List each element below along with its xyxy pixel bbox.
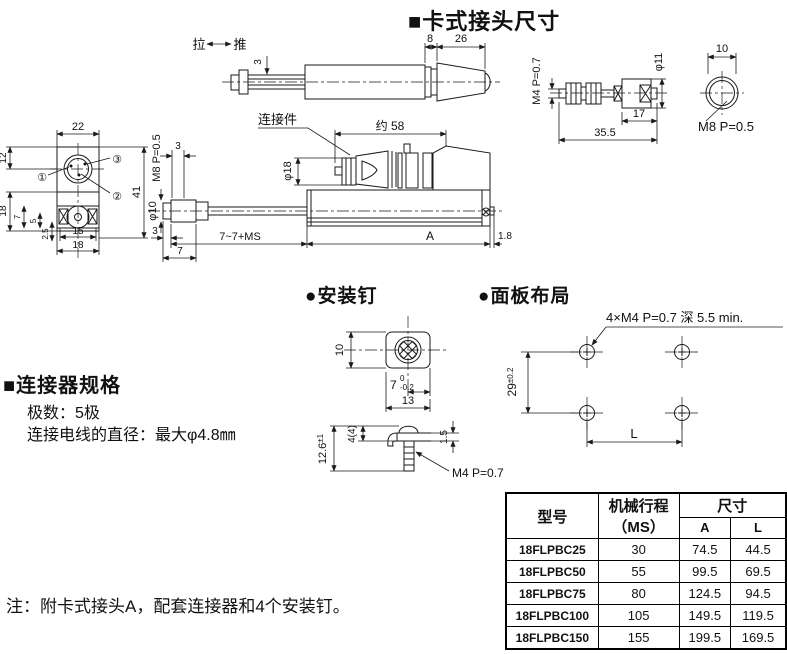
pin-height-dim: 10 [334,344,346,356]
col-header-stroke-line2: （MS） [612,519,665,536]
cell-model: 18FLPBC150 [505,626,599,650]
cell-a: 99.5 [678,560,732,583]
end-view-drawing: 10 M8 P=0.5 [698,43,754,134]
cap-offset-dim: 8 [427,33,433,45]
slot-width-dim: 15 [72,226,84,237]
cell-ms: 55 [597,560,680,583]
plate-thickness-dim: 1.5 [439,430,450,444]
col-header-stroke-line1: 机械行程 [608,498,669,515]
section-mounting-pin: ●安装钉 [305,286,378,307]
cell-ms: 80 [597,582,680,605]
bush-dia-dim: φ10 [147,201,159,220]
clip-pin-drawing: M4 P=0.7 φ11 [531,53,670,144]
bush-length-dim: 7 [177,246,183,257]
flange-view-drawing: ① ③ ② 22 41 12 18 [0,121,148,258]
clip-thread-dim: M4 P=0.7 [531,57,543,104]
bracket-dim-2-5: 2.5 [41,228,50,240]
table-row: 18FLPBC25 30 74.5 44.5 [505,538,787,561]
col-header-stroke: 机械行程 （MS） [597,492,680,539]
cell-model: 18FLPBC100 [505,604,599,627]
body-length-dim: A [426,229,434,243]
clip-total-length-dim: 35.5 [594,127,615,139]
bush-thread-dim: M8 P=0.5 [151,134,163,181]
tip-dim-3: 3 [152,226,158,237]
center-offset-dim: 12 [0,152,9,164]
side-view-drawing: 拉 推 3 8 26 [192,33,500,102]
panel-layout-drawing: 4×M4 P=0.7 深 5.5 min. 29±0.2 L [505,310,783,447]
pin3-label: ③ [112,154,122,166]
flange-width-dim: 22 [72,121,84,133]
end-thread-dim: M8 P=0.5 [698,119,754,134]
connector-spec-wire: 连接电线的直径：最大φ4.8㎜ [27,427,236,444]
pin-offset-tol-upper: 0 [400,374,405,383]
table-row: 18FLPBC75 80 124.5 94.5 [505,582,787,605]
bracket-dim-5: 5 [29,218,38,223]
clip-body-dia-dim: φ11 [653,53,665,72]
connector-part-label: 连接件 [258,112,297,127]
flange-height-dim: 41 [131,186,143,198]
col-header-model: 型号 [505,492,599,539]
cell-l: 94.5 [730,582,787,605]
connector-spec-poles: 极数：5极 [27,405,100,422]
footnote: 注：附卡式接头A，配套连接器和4个安装钉。 [6,597,350,616]
hole-spacing-dim: 29±0.2 [505,367,519,396]
connector-length-dim: 约 58 [376,118,405,133]
pin2-label: ② [112,191,122,203]
panel-holes-label: 4×M4 P=0.7 深 5.5 min. [606,310,743,325]
cell-l: 69.5 [730,560,787,583]
table-row: 18FLPBC50 55 99.5 69.5 [505,560,787,583]
cell-a: 199.5 [678,626,732,650]
bracket-dim-7: 7 [13,214,22,219]
connector-spec-title: ■连接器规格 [3,375,122,397]
pin-offset-dim: 7 [390,378,397,392]
plug-dia-dim: φ18 [282,161,294,180]
section-panel-layout: ●面板布局 [478,286,571,307]
col-header-dims: 尺寸 [678,492,787,518]
pin-width-dim: 13 [402,395,414,407]
cell-a: 74.5 [678,538,732,561]
cell-l: 119.5 [730,604,787,627]
cell-model: 18FLPBC25 [505,538,599,561]
model-dimension-table: 型号 机械行程 （MS） 尺寸 A L 18FLPBC25 30 74.5 44… [505,492,787,650]
pull-label: 拉 [192,37,205,52]
cell-ms: 105 [597,604,680,627]
page-title: ■卡式接头尺寸 [408,9,561,34]
pin-offset-tol-lower: -0.2 [400,383,414,392]
table-row: 18FLPBC100 105 149.5 119.5 [505,604,787,627]
cell-ms: 155 [597,626,680,650]
cell-l: 169.5 [730,626,787,650]
lower-height-dim: 18 [0,205,9,217]
cell-model: 18FLPBC50 [505,560,599,583]
pin-thread-dim: M4 P=0.7 [452,466,504,480]
clip-body-length-dim: 17 [633,108,645,120]
pin1-label: ① [37,172,47,184]
cell-a: 149.5 [678,604,732,627]
pin-head-height-dim: 4(4) [347,425,358,443]
collar-dim-3: 3 [175,141,181,152]
base-width-dim: 18 [72,240,84,251]
col-header-a: A [678,516,732,540]
cell-ms: 30 [597,538,680,561]
hole-pitch-dim: L [630,426,637,441]
pin-total-height-dim: 12.6±1 [316,433,329,464]
mounting-pin-drawing: 10 7 0 -0.2 13 12.6±1 [316,316,504,480]
col-header-l: L [730,516,787,540]
push-label: 推 [233,37,246,52]
cell-model: 18FLPBC75 [505,582,599,605]
table-row: 18FLPBC150 155 199.5 169.5 [505,626,787,650]
stroke-range-dim: 7~7+MS [219,231,261,243]
cap-length-dim: 26 [455,33,467,45]
shaft-dia-dim: 3 [253,59,264,65]
flat-width-dim: 10 [716,43,728,55]
cell-a: 124.5 [678,582,732,605]
cell-l: 44.5 [730,538,787,561]
main-view-drawing: 连接件 约 58 φ18 M8 P=0.5 φ10 3 3 [147,112,512,262]
tip-protrusion-dim: 1.8 [498,231,512,242]
